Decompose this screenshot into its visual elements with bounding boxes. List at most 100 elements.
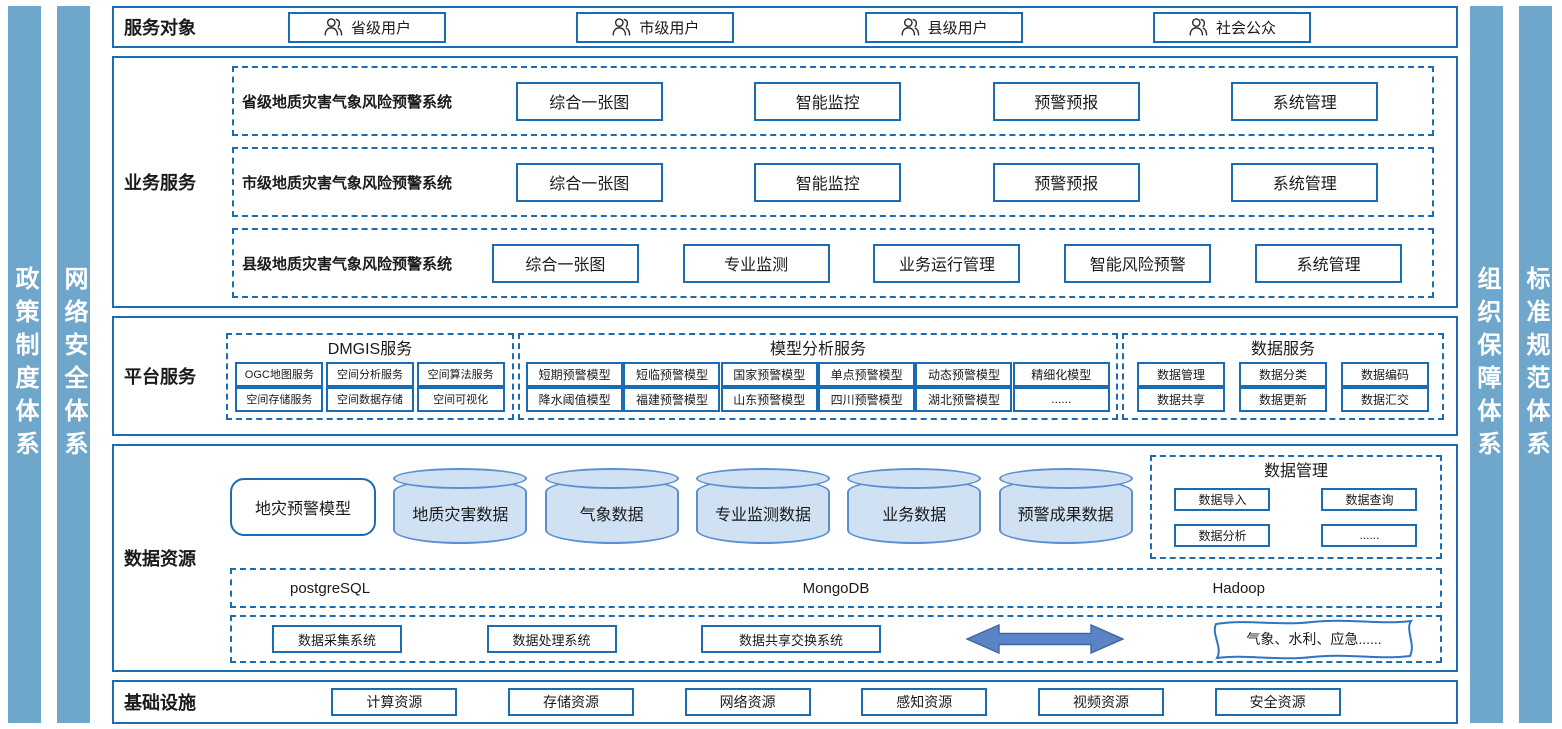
resource-box: 安全资源: [1214, 688, 1341, 716]
data-management-title: 数据管理: [1263, 463, 1328, 480]
resource-box: 存储资源: [507, 688, 634, 716]
users-icon: [611, 17, 632, 37]
database-name: MongoDB: [802, 579, 870, 597]
system-modules: 综合一张图 智能监控 预警预报 系统管理: [470, 162, 1424, 202]
system-city: 市级地质灾害气象风险预警系统 综合一张图 智能监控 预警预报 系统管理: [232, 147, 1434, 217]
system-provincial: 省级地质灾害气象风险预警系统 综合一张图 智能监控 预警预报 系统管理: [232, 66, 1434, 136]
data-stores-row: 地灾预警模型 地质灾害数据 气象数据 专业监测数据: [230, 453, 1442, 561]
data-management-box: 数据分析: [1174, 523, 1271, 547]
user-box-public: 社会公众: [1152, 11, 1311, 43]
database-cylinder: 专业监测数据: [695, 468, 830, 546]
cylinder-cap: [393, 468, 528, 489]
system-name: 省级地质灾害气象风险预警系统: [242, 93, 453, 111]
pillar-organization-guarantee: 组织保障体系: [1470, 6, 1503, 723]
group-row: 数据管理 数据分类 数据编码: [1130, 361, 1436, 387]
service-box: 福建预警模型: [623, 386, 721, 412]
service-box: 国家预警模型: [720, 361, 818, 387]
resource-box: 计算资源: [331, 688, 458, 716]
cylinder-cap: [695, 468, 830, 489]
module-box: 预警预报: [992, 81, 1140, 121]
pillar-standards-specs: 标准规范体系: [1519, 6, 1552, 723]
group-data-services: 数据服务 数据管理 数据分类 数据编码 数据共享 数据更新 数据汇交: [1122, 332, 1444, 420]
cylinder-cap: [998, 468, 1133, 489]
warning-model-box: 地灾预警模型: [230, 478, 376, 536]
service-box: 降水阈值模型: [526, 386, 624, 412]
system-name: 市级地质灾害气象风险预警系统: [242, 174, 453, 192]
group-title: 模型分析服务: [769, 340, 866, 358]
users-icon: [900, 17, 921, 37]
business-systems: 省级地质灾害气象风险预警系统 综合一张图 智能监控 预警预报 系统管理 市级地质…: [226, 58, 1456, 306]
system-box: 数据处理系统: [486, 625, 617, 653]
service-box: 空间算法服务: [416, 361, 505, 387]
users-icon: [323, 17, 344, 37]
database-name: postgreSQL: [290, 579, 371, 597]
service-box: 数据分类: [1239, 361, 1327, 387]
module-box: 综合一张图: [515, 81, 663, 121]
group-model-analysis: 模型分析服务 短期预警模型 短临预警模型 国家预警模型 单点预警模型 动态预警模…: [518, 332, 1118, 420]
database-cylinder: 地质灾害数据: [393, 468, 528, 546]
service-box: 短期预警模型: [526, 361, 624, 387]
service-box: 四川预警模型: [818, 386, 916, 412]
group-row: OGC地图服务 空间分析服务 空间算法服务: [234, 361, 506, 387]
user-box-label: 县级用户: [927, 19, 988, 37]
system-box: 数据共享交换系统: [701, 625, 881, 653]
database-name: Hadoop: [1212, 579, 1265, 597]
external-sources-label: 气象、水利、应急......: [1246, 631, 1382, 647]
service-box: 山东预警模型: [720, 386, 818, 412]
data-management-box: 数据查询: [1321, 487, 1418, 511]
section-label-data-resources: 数据资源: [124, 549, 196, 569]
section-label-service-targets: 服务对象: [124, 18, 196, 38]
data-systems-row: 数据采集系统 数据处理系统 数据共享交换系统 气象、水利、应急......: [230, 615, 1442, 663]
service-box: 数据管理: [1137, 361, 1225, 387]
module-box: 智能监控: [754, 162, 902, 202]
module-box: 专业监测: [682, 243, 830, 283]
module-box: 业务运行管理: [873, 243, 1021, 283]
cylinder-label: 预警成果数据: [1017, 507, 1114, 524]
external-sources-shape: 气象、水利、应急......: [1208, 617, 1420, 661]
system-name: 县级地质灾害气象风险预警系统: [242, 255, 453, 273]
database-engines-row: postgreSQL MongoDB Hadoop: [230, 568, 1442, 608]
section-data-resources: 数据资源 地灾预警模型 地质灾害数据 气象数据: [112, 444, 1458, 672]
group-title: DMGIS服务: [327, 340, 413, 358]
pillar-network-security: 网络安全体系: [57, 6, 90, 723]
cylinder-label: 气象数据: [579, 507, 644, 524]
module-box: 系统管理: [1231, 162, 1379, 202]
group-row: 数据共享 数据更新 数据汇交: [1130, 386, 1436, 412]
service-box: 数据更新: [1239, 386, 1327, 412]
users-icon: [1188, 17, 1209, 37]
double-arrow-icon: [965, 624, 1124, 654]
user-box-label: 社会公众: [1215, 19, 1276, 37]
user-box-county: 县级用户: [864, 11, 1023, 43]
service-box: 单点预警模型: [818, 361, 916, 387]
module-box: 智能监控: [754, 81, 902, 121]
cylinder-shape: [998, 478, 1133, 544]
service-box: 动态预警模型: [915, 361, 1013, 387]
system-modules: 综合一张图 智能监控 预警预报 系统管理: [470, 81, 1424, 121]
system-box: 数据采集系统: [272, 625, 402, 653]
user-box-label: 市级用户: [639, 19, 700, 37]
section-platform-services: 平台服务 DMGIS服务 OGC地图服务 空间分析服务 空间算法服务 空间存储服…: [112, 316, 1458, 436]
cylinder-cap: [544, 468, 679, 489]
user-box-city: 市级用户: [576, 11, 735, 43]
section-label-business-services: 业务服务: [124, 173, 196, 193]
cylinder-label: 专业监测数据: [714, 507, 811, 524]
data-management-box: 数据导入: [1174, 487, 1271, 511]
group-title: 数据服务: [1250, 340, 1315, 358]
database-cylinder: 预警成果数据: [998, 468, 1133, 546]
resource-box: 网络资源: [684, 688, 811, 716]
service-box: 精细化模型: [1012, 361, 1110, 387]
service-box: 空间可视化: [416, 386, 505, 412]
user-box-label: 省级用户: [350, 19, 411, 37]
cylinder-cap: [847, 468, 982, 489]
cylinder-label: 地质灾害数据: [412, 507, 509, 524]
platform-groups: DMGIS服务 OGC地图服务 空间分析服务 空间算法服务 空间存储服务 空间数…: [226, 329, 1456, 424]
group-row: 短期预警模型 短临预警模型 国家预警模型 单点预警模型 动态预警模型 精细化模型: [526, 361, 1110, 387]
system-modules: 综合一张图 专业监测 业务运行管理 智能风险预警 系统管理: [470, 243, 1424, 283]
database-cylinder: 业务数据: [847, 468, 982, 546]
section-infrastructure: 基础设施 计算资源 存储资源 网络资源 感知资源 视频资源 安全资源: [112, 680, 1458, 724]
system-county: 县级地质灾害气象风险预警系统 综合一张图 专业监测 业务运行管理 智能风险预警 …: [232, 228, 1434, 298]
group-dmgis: DMGIS服务 OGC地图服务 空间分析服务 空间算法服务 空间存储服务 空间数…: [226, 332, 514, 420]
service-box: 空间存储服务: [235, 386, 324, 412]
service-box: OGC地图服务: [235, 361, 324, 387]
